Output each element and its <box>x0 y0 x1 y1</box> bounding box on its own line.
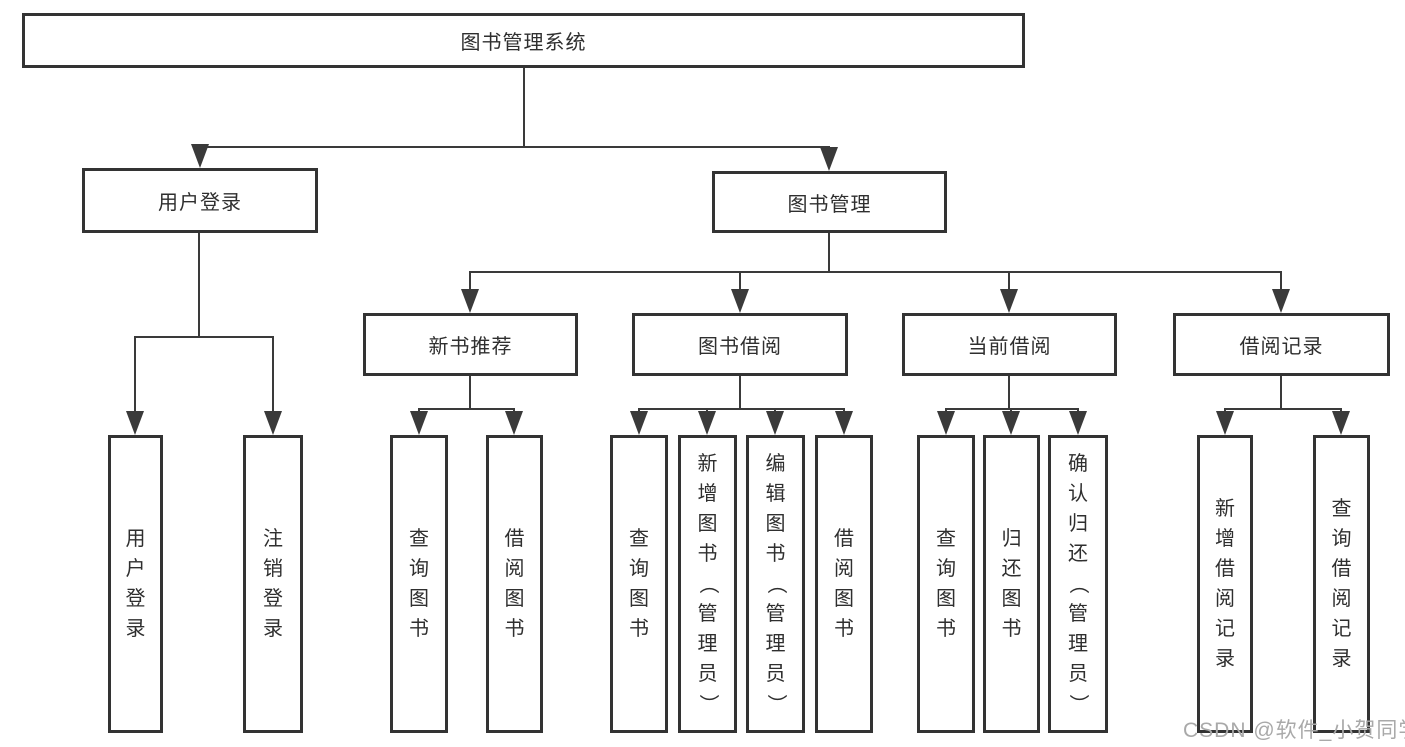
connector-records-rail <box>1224 408 1341 410</box>
leaf-records-add-record-label: 新增借阅记录 <box>1215 498 1235 670</box>
connector-userlogin-rail <box>134 336 274 338</box>
arrow-to-cb3 <box>1069 411 1087 435</box>
connector-drop-leaf-login <box>134 336 136 414</box>
leaf-current-return-books-label: 归还图书 <box>1001 528 1022 640</box>
leaf-borrow-query-books-label: 查询图书 <box>629 528 649 640</box>
leaf-newbook-borrow-books: 借阅图书 <box>486 435 543 733</box>
connector-records-stem <box>1280 376 1282 408</box>
arrow-to-rr2 <box>1332 411 1350 435</box>
arrow-to-user-login <box>191 144 209 168</box>
node-book-management: 图书管理 <box>712 171 947 233</box>
arrow-to-nb1 <box>410 411 428 435</box>
leaf-records-add-record: 新增借阅记录 <box>1197 435 1253 733</box>
connector-borrow-rail <box>638 408 844 410</box>
arrow-to-new-book <box>461 289 479 313</box>
arrow-to-cb2 <box>1002 411 1020 435</box>
leaf-borrow-edit-books-admin: 编辑图书（管理员） <box>746 435 805 733</box>
connector-bookmgmt-rail <box>469 271 1282 273</box>
node-new-book-recommend: 新书推荐 <box>363 313 578 376</box>
arrow-to-leaf-login <box>126 411 144 435</box>
arrow-to-cb1 <box>937 411 955 435</box>
arrow-to-current-borrow <box>1000 289 1018 313</box>
leaf-current-confirm-return-admin: 确认归还（管理员） <box>1048 435 1108 733</box>
arrow-to-borrow-records <box>1272 289 1290 313</box>
leaf-newbook-borrow-books-label: 借阅图书 <box>504 528 525 640</box>
leaf-current-return-books: 归还图书 <box>983 435 1040 733</box>
connector-drop-book-borrow <box>739 271 741 293</box>
leaf-newbook-query-books: 查询图书 <box>390 435 448 733</box>
leaf-records-query-record: 查询借阅记录 <box>1313 435 1370 733</box>
leaf-logout-label: 注销登录 <box>263 528 283 640</box>
connector-root-rail <box>199 146 830 148</box>
connector-drop-new-book <box>469 271 471 293</box>
connector-root-stem <box>523 68 525 146</box>
connector-userlogin-stem <box>198 233 200 336</box>
node-library-management-system: 图书管理系统 <box>22 13 1025 68</box>
leaf-borrow-add-books-admin-label: 新增图书（管理员） <box>696 453 719 714</box>
arrow-to-book-management <box>820 147 838 171</box>
leaf-current-query-books: 查询图书 <box>917 435 975 733</box>
leaf-borrow-query-books: 查询图书 <box>610 435 668 733</box>
leaf-borrow-borrow-books: 借阅图书 <box>815 435 873 733</box>
arrow-to-leaf-logout <box>264 411 282 435</box>
node-current-borrow: 当前借阅 <box>902 313 1117 376</box>
connector-drop-borrow-records <box>1280 271 1282 293</box>
arrow-to-bb4 <box>835 411 853 435</box>
leaf-current-confirm-return-admin-label: 确认归还（管理员） <box>1067 453 1089 714</box>
connector-current-stem <box>1008 376 1010 408</box>
connector-drop-leaf-logout <box>272 336 274 414</box>
leaf-records-query-record-label: 查询借阅记录 <box>1331 498 1352 670</box>
connector-newbook-rail <box>418 408 515 410</box>
leaf-newbook-query-books-label: 查询图书 <box>409 528 429 640</box>
connector-borrow-stem <box>739 376 741 408</box>
leaf-borrow-add-books-admin: 新增图书（管理员） <box>678 435 737 733</box>
node-borrow-records: 借阅记录 <box>1173 313 1390 376</box>
node-user-login: 用户登录 <box>82 168 318 233</box>
connector-drop-current-borrow <box>1008 271 1010 293</box>
leaf-borrow-borrow-books-label: 借阅图书 <box>834 528 854 640</box>
leaf-user-login: 用户登录 <box>108 435 163 733</box>
leaf-user-login-label: 用户登录 <box>125 528 146 640</box>
leaf-logout: 注销登录 <box>243 435 303 733</box>
leaf-current-query-books-label: 查询图书 <box>936 528 956 640</box>
connector-newbook-stem <box>469 376 471 408</box>
arrow-to-rr1 <box>1216 411 1234 435</box>
leaf-borrow-edit-books-admin-label: 编辑图书（管理员） <box>764 453 787 714</box>
connector-bookmgmt-stem <box>828 233 830 271</box>
node-book-borrow: 图书借阅 <box>632 313 848 376</box>
arrow-to-nb2 <box>505 411 523 435</box>
arrow-to-bb1 <box>630 411 648 435</box>
arrow-to-bb3 <box>766 411 784 435</box>
arrow-to-book-borrow <box>731 289 749 313</box>
arrow-to-bb2 <box>698 411 716 435</box>
